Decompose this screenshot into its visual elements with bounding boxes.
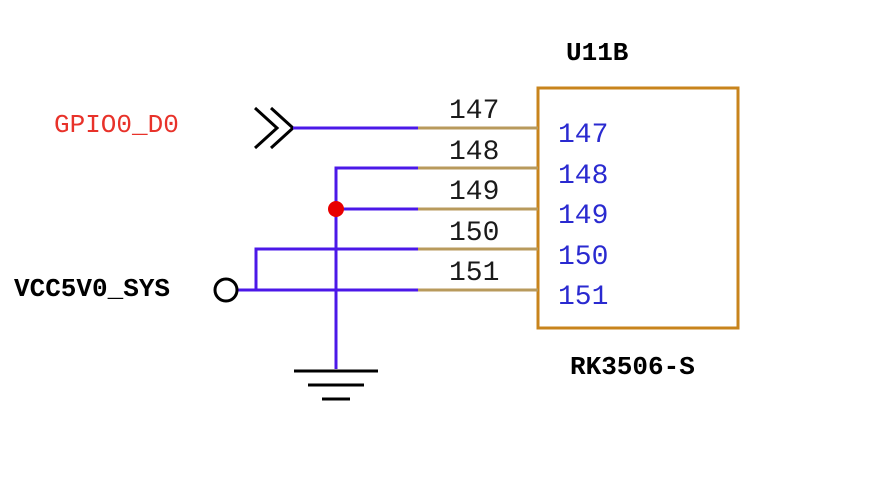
component-ref: U11B bbox=[566, 38, 629, 68]
wire-ground-trunk[interactable] bbox=[334, 166, 418, 369]
pin-name: 148 bbox=[558, 161, 608, 192]
pin-lines bbox=[418, 126, 538, 292]
component-part-number: RK3506-S bbox=[570, 352, 695, 382]
gpio-net-label: GPIO0_D0 bbox=[54, 110, 179, 140]
circle-power-port-icon[interactable] bbox=[213, 277, 239, 303]
pin-numbers: 147 148 149 150 151 bbox=[449, 96, 499, 289]
pin-name: 147 bbox=[558, 120, 608, 151]
wire-150-loop[interactable] bbox=[254, 247, 418, 290]
power-net-label: VCC5V0_SYS bbox=[14, 274, 170, 304]
pin-number: 151 bbox=[449, 258, 499, 289]
junction-dot-icon bbox=[328, 201, 344, 217]
pin-names: 147 148 149 150 151 bbox=[558, 120, 608, 313]
pin-number: 149 bbox=[449, 177, 499, 208]
pin-number: 150 bbox=[449, 218, 499, 249]
ground-symbol-icon[interactable] bbox=[294, 369, 378, 401]
pin-name: 149 bbox=[558, 201, 608, 232]
pin-number: 148 bbox=[449, 137, 499, 168]
pin-name: 151 bbox=[558, 282, 608, 313]
pin-name: 150 bbox=[558, 242, 608, 273]
wires bbox=[238, 126, 418, 369]
double-chevron-port-icon[interactable] bbox=[253, 106, 296, 150]
pin-number: 147 bbox=[449, 96, 499, 127]
